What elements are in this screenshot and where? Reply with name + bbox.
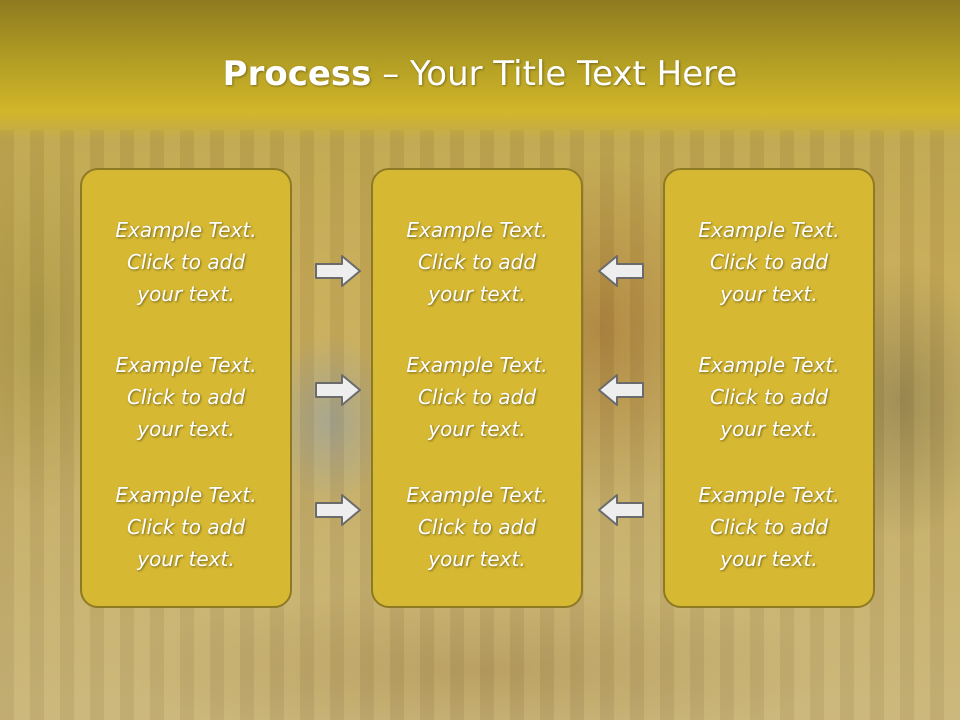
- text-line: your text.: [720, 282, 818, 306]
- text-block[interactable]: Example Text. Click to add your text.: [373, 479, 581, 575]
- text-line: Click to add: [709, 515, 829, 539]
- text-block[interactable]: Example Text. Click to add your text.: [665, 349, 873, 445]
- text-line: your text.: [428, 547, 526, 571]
- text-line: Click to add: [709, 385, 829, 409]
- left-arrow-icon: [598, 494, 644, 526]
- text-block[interactable]: Example Text. Click to add your text.: [82, 349, 290, 445]
- text-line: Click to add: [126, 250, 246, 274]
- text-line: Example Text.: [406, 218, 548, 242]
- text-block[interactable]: Example Text. Click to add your text.: [82, 214, 290, 310]
- text-line: Click to add: [417, 515, 537, 539]
- right-arrow-icon: [315, 374, 361, 406]
- text-line: your text.: [137, 282, 235, 306]
- text-line: your text.: [137, 417, 235, 441]
- text-block[interactable]: Example Text. Click to add your text.: [373, 214, 581, 310]
- text-line: Example Text.: [698, 353, 840, 377]
- text-line: Example Text.: [406, 483, 548, 507]
- text-line: Click to add: [126, 515, 246, 539]
- text-block[interactable]: Example Text. Click to add your text.: [82, 479, 290, 575]
- text-line: Example Text.: [698, 218, 840, 242]
- text-line: Example Text.: [115, 483, 257, 507]
- text-line: your text.: [720, 417, 818, 441]
- text-line: Click to add: [709, 250, 829, 274]
- text-line: Example Text.: [698, 483, 840, 507]
- left-arrow-icon: [598, 255, 644, 287]
- process-box-center[interactable]: Example Text. Click to add your text. Ex…: [371, 168, 583, 608]
- text-line: Click to add: [417, 385, 537, 409]
- text-line: Click to add: [126, 385, 246, 409]
- title-rest: Your Title Text Here: [410, 54, 738, 94]
- text-block[interactable]: Example Text. Click to add your text.: [665, 479, 873, 575]
- text-line: your text.: [428, 417, 526, 441]
- text-line: Example Text.: [115, 218, 257, 242]
- title-bar: [0, 0, 960, 140]
- text-line: your text.: [137, 547, 235, 571]
- text-line: Click to add: [417, 250, 537, 274]
- left-arrow-icon: [598, 374, 644, 406]
- slide-title[interactable]: Process – Your Title Text Here: [0, 54, 960, 94]
- text-line: Example Text.: [406, 353, 548, 377]
- right-arrow-icon: [315, 255, 361, 287]
- text-block[interactable]: Example Text. Click to add your text.: [665, 214, 873, 310]
- process-box-left[interactable]: Example Text. Click to add your text. Ex…: [80, 168, 292, 608]
- process-box-right[interactable]: Example Text. Click to add your text. Ex…: [663, 168, 875, 608]
- title-dash: –: [371, 54, 411, 94]
- title-bold: Process: [222, 54, 372, 94]
- text-line: your text.: [720, 547, 818, 571]
- right-arrow-icon: [315, 494, 361, 526]
- text-block[interactable]: Example Text. Click to add your text.: [373, 349, 581, 445]
- text-line: your text.: [428, 282, 526, 306]
- text-line: Example Text.: [115, 353, 257, 377]
